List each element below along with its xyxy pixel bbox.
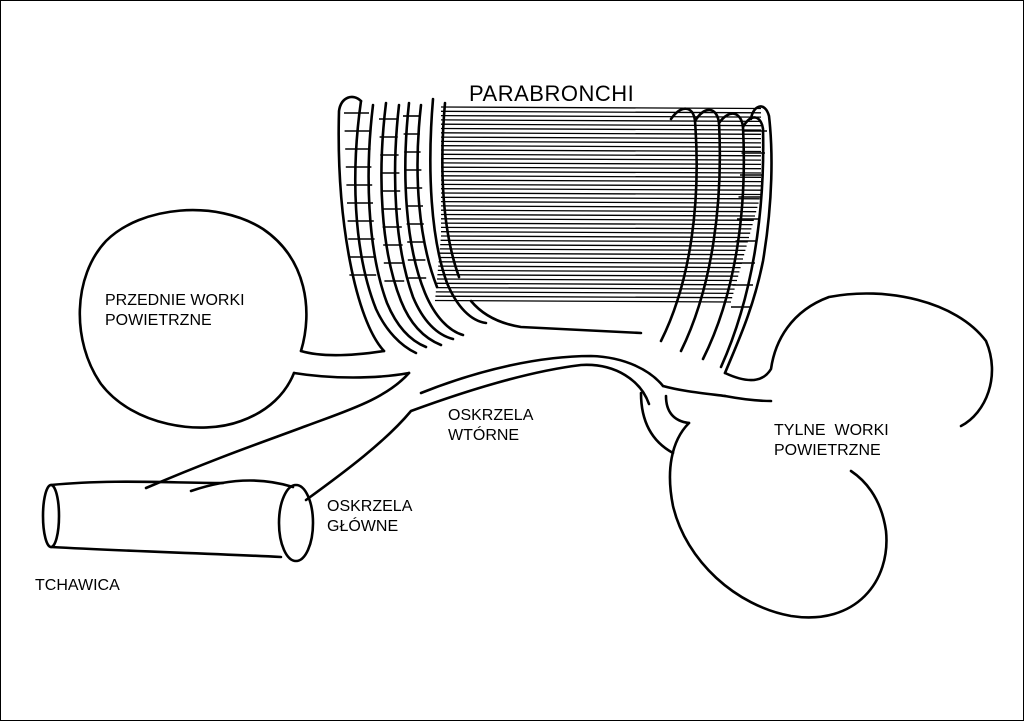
parabronchi-lines [434,106,762,303]
parabronchus-line [440,239,748,243]
anterior-sac-neck-lower [292,371,411,379]
parabronchus-line [436,286,735,290]
parabronchus-line [440,235,750,239]
parabronchus-line [440,119,762,123]
parabronchus-line [440,188,762,191]
parabronchus-line [440,110,762,114]
right-tube-3 [701,112,746,361]
parabronchus-line [440,140,762,144]
parabronchus-line [440,213,756,217]
secondary-bronchi-label: OSKRZELA WTÓRNE [448,406,533,446]
parabronchus-line [440,136,762,140]
trachea-label: TCHAWICA [35,577,120,594]
parabronchi-label: PARABRONCHI [469,81,635,106]
posterior-air-sac-lower [668,421,888,619]
parabronchus-line [440,157,762,161]
parabronchi-bottom [469,299,643,335]
parabronchus-line [436,282,736,286]
parabronchus-line [435,295,733,299]
parabronchus-line [437,274,739,277]
branch-posterior-neck [664,394,691,425]
trachea-top [49,480,225,487]
anterior-air-sacs-line-2: POWIETRZNE [105,312,212,329]
left-tube-4 [429,97,488,325]
parabronchus-line [440,106,762,110]
right-tube-2 [679,108,722,353]
trachea-opening [41,483,61,549]
parabronchus-line [440,132,762,135]
parabronchus-line [440,209,757,213]
parabronchus-line [435,291,734,295]
parabronchus-line [440,179,762,183]
parabronchi-left-edge [337,95,386,353]
left-tube-4b [441,101,461,279]
left-tube-1b [367,103,428,349]
trachea-bottom [49,545,283,559]
parabronchus-line [440,175,762,178]
branch-to-posterior [639,391,675,455]
secondary-bronchi-line-1: OSKRZELA [448,407,534,424]
parabronchus-line [440,127,762,131]
anterior-sac-neck-upper [299,349,386,357]
posterior-junction [723,394,773,403]
parabronchi-right-edge [723,105,773,375]
primary-bronchi-line-2: GŁÓWNE [327,518,399,535]
parabronchus-line [440,218,754,221]
parabronchus-line [440,226,752,230]
parabronchus-line [440,123,762,127]
parabronchus-line [440,153,762,157]
parabronchus-line [436,278,738,282]
posterior-air-sacs-line-2: POWIETRZNE [774,442,881,459]
parabronchus-line [440,196,760,200]
parabronchus-line [440,205,758,209]
left-tube-2b [393,103,455,341]
left-tube-3 [404,101,465,337]
parabronchus-line [440,162,762,166]
parabronchus-line [437,269,740,273]
mesobronchus-upper [144,371,411,490]
parabronchus-line [440,243,747,247]
parabronchus-line [440,183,762,187]
parabronchus-line [438,256,744,260]
posterior-air-sacs-label: TYLNE WORKI POWIETRZNE [774,421,889,461]
parabronchus-line [440,231,751,234]
parabronchus-line [439,248,746,252]
mesobronchus-lower [304,363,651,502]
posterior-air-sacs-line-1: TYLNE WORKI [774,422,889,439]
anterior-air-sac [78,208,308,429]
parabronchus-line [434,299,732,303]
secondary-bronchi-line-2: WTÓRNE [448,427,520,444]
parabronchus-line [440,145,762,148]
trachea-to-bronchus [189,479,295,493]
parabronchus-line [440,149,762,153]
left-tube-2 [380,101,443,347]
parabronchus-line [440,166,762,170]
parabronchus-line [439,252,745,256]
parabronchus-line [440,222,753,226]
parabronchus-line [440,170,762,174]
anterior-air-sacs-label: PRZEDNIE WORKI POWIETRZNE [105,291,245,331]
branch-to-posterior-b [661,384,727,398]
parabronchus-line [440,192,762,196]
primary-bronchi-label: OSKRZELA GŁÓWNE [327,497,412,537]
primary-bronchus-opening [277,483,315,563]
posterior-air-sac-upper [723,292,994,428]
left-tube-1 [354,99,418,355]
parabronchus-line [440,200,759,204]
primary-bronchi-line-1: OSKRZELA [327,498,413,515]
parabronchus-line [438,261,742,264]
parabronchus-line [438,265,741,269]
anterior-air-sacs-line-1: PRZEDNIE WORKI [105,292,245,309]
parabronchi-rungs [344,112,767,308]
mesobronchus-top [419,354,665,395]
parabronchus-line [440,114,762,118]
